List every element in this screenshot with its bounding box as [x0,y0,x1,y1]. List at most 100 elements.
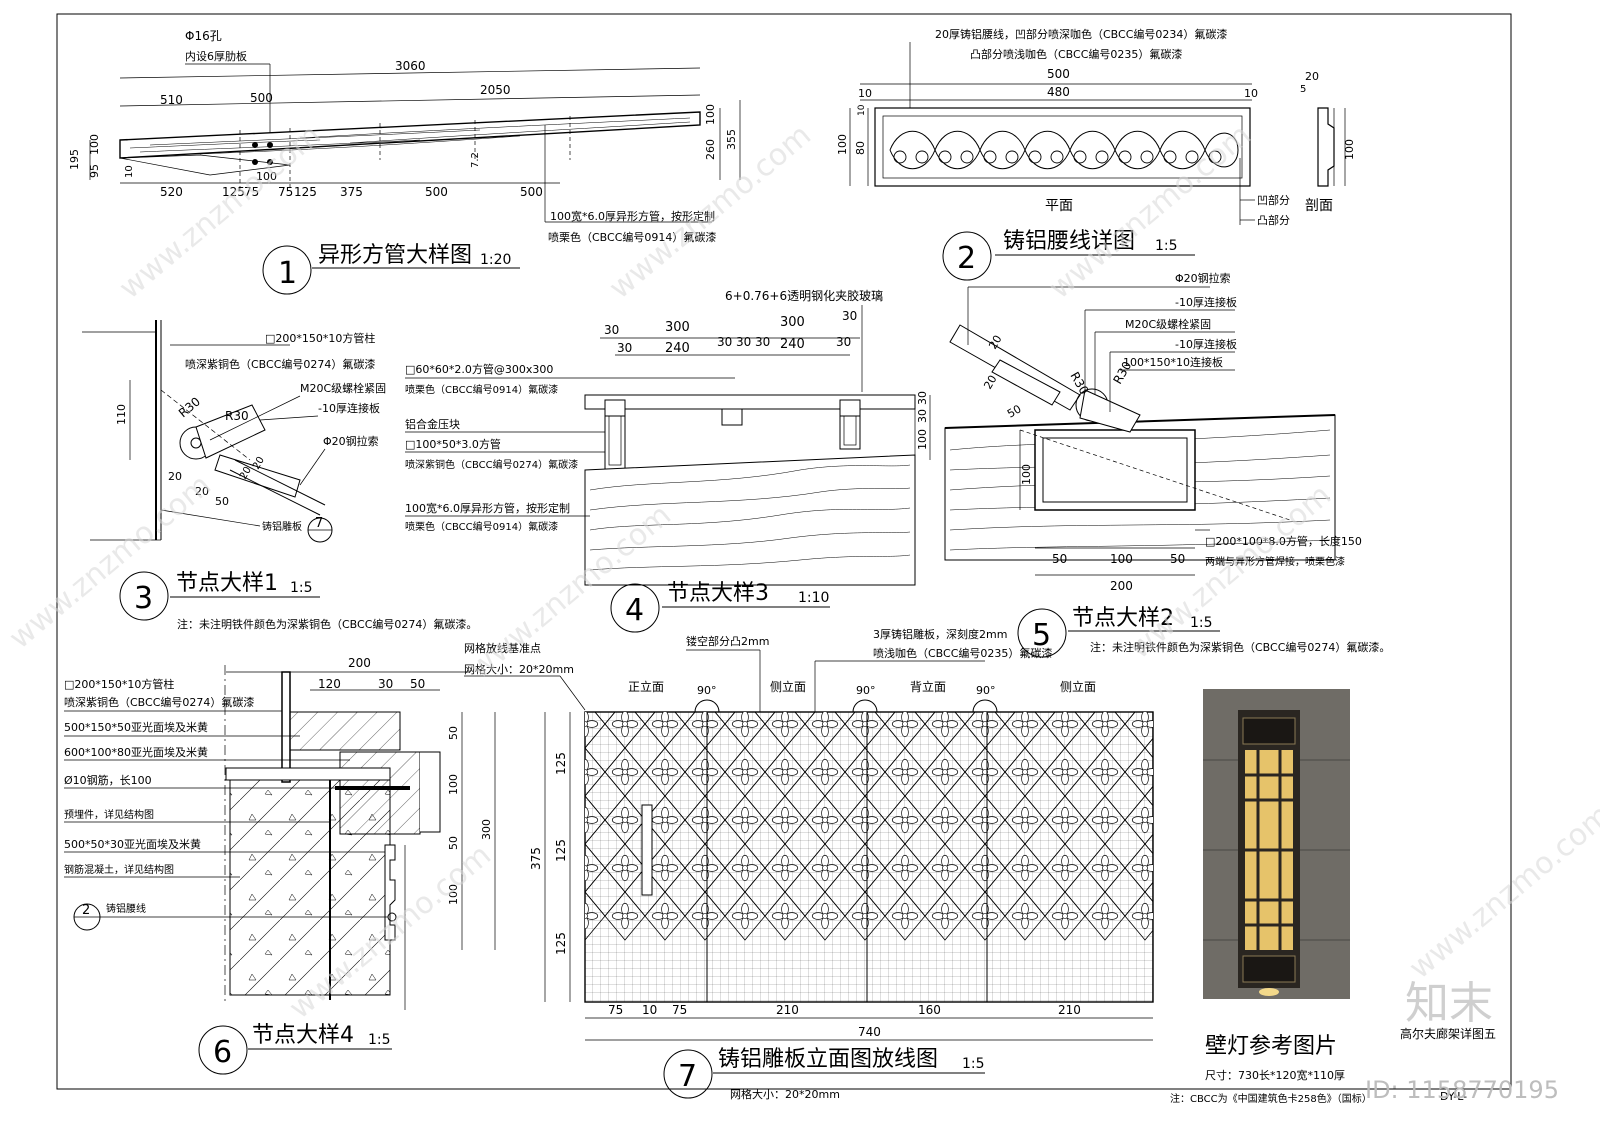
svg-text:预埋件，详见结构图: 预埋件，详见结构图 [64,808,154,821]
d2-dim-left-100: 100 [836,134,849,155]
lattice-diamond [924,891,966,941]
d3-dim-r30b: R30 [225,409,249,423]
svg-text:□200*150*10方管柱: □200*150*10方管柱 [265,331,375,345]
d3-dim-110: 110 [115,404,128,425]
d1-dim-inner100: 100 [256,170,277,183]
d4-dim-r30b: 30 [916,409,929,423]
d2-scroll-pattern [889,130,1239,170]
detail-3-node-1: 110 R30 R30 50 20 20 20 20 □200*150*10方管… [82,320,477,631]
d6-dim-r300: 300 [480,819,493,840]
svg-text:75: 75 [278,185,293,199]
d1-dim-100: 100 [88,134,101,155]
d1-dim-500: 500 [250,91,273,105]
d1-dim-7.2: 7.2 [470,152,481,168]
lattice-flower [1172,807,1198,833]
d2-title: 铸铝腰线详图 [1003,229,1135,254]
d5-dim-200: 200 [1110,579,1133,593]
lamp-cbcc-note: 注：CBCC为《中国建筑色卡258色》（国标） [1170,1092,1372,1105]
sheet-logo: 知末 [1405,978,1493,1029]
d1-dim-510: 510 [160,93,183,107]
d7-title: 铸铝雕板立面图放线图 [718,1047,938,1072]
detail-7-carved-panel-elevation: 网格放线基准点 网格大小：20*20mm 镂空部分凸2mm 3厚铸铝雕板，深刻度… [464,627,1205,1101]
d7-bottom-dims: 75 10 75 210 160 210 [608,1003,1081,1017]
detail-1-profile-tube: Φ16孔 内设6厚肋板 3060 510 500 2050 195 95 100… [68,29,741,295]
d2-dim-left-10: 10 [857,104,867,116]
svg-text:520: 520 [160,185,183,199]
d7-scale: 1:5 [962,1056,985,1072]
lattice-diamond [1165,892,1205,940]
d2-dim-500: 500 [1047,67,1070,81]
svg-text:240: 240 [665,341,690,356]
d5-dim-50b: 50 [1052,552,1067,566]
d6-dim-r50b: 50 [447,836,460,850]
lattice-diamond [585,795,606,845]
lattice-diamond [1124,891,1153,941]
d5-dim-20b: 20 [981,373,999,392]
svg-text:100*150*10连接板: 100*150*10连接板 [1123,355,1223,369]
d5-dim-50c: 50 [1170,552,1185,566]
svg-text:喷深紫铜色（CBCC编号0274）氟碳漆: 喷深紫铜色（CBCC编号0274）氟碳漆 [405,458,578,471]
d4-scale: 1:10 [798,590,829,606]
svg-text:240: 240 [780,337,805,352]
svg-text:30: 30 [736,335,751,349]
d4-num: 4 [625,593,644,628]
d5-dim-50a: 50 [1005,402,1024,420]
d5-tube-note-2: 两端与异形方管焊接，喷栗色漆 [1205,555,1345,568]
svg-text:□200*150*10方管柱: □200*150*10方管柱 [64,677,174,691]
svg-text:600*100*80亚光面埃及米黄: 600*100*80亚光面埃及米黄 [64,745,208,759]
lattice-diamond [1144,833,1153,855]
lattice-diamond [585,712,606,749]
d3-dim-20a: 20 [168,470,182,483]
lattice-flower [1172,759,1198,785]
d4-top-dims: 30 300 30 300 30 30 240 30 30 240 30 [604,309,857,356]
d6-dim-120: 120 [318,677,341,691]
d4-glass-label: 6+0.76+6透明钢化夹胶玻璃 [725,288,883,303]
d7-dim-740: 740 [858,1025,881,1039]
lamp-title: 壁灯参考图片 [1205,1034,1337,1059]
lattice-diamond [585,747,606,797]
svg-text:100宽*6.0厚异形方管，按形定制: 100宽*6.0厚异形方管，按形定制 [405,501,570,515]
svg-text:□60*60*2.0方管@300x300: □60*60*2.0方管@300x300 [405,362,553,376]
d1-bottom-dims: 520 125 75 75 125 375 500 500 [160,185,543,199]
detail-5-node-2: 20 20 R30 R30 50 100 50 100 50 200 Φ20钢拉… [944,271,1390,658]
svg-text:300: 300 [665,320,690,335]
lattice-diamond [1144,737,1153,759]
wall-lamp-reference: 壁灯参考图片 尺寸：730长*120宽*110厚 注：CBCC为《中国建筑色卡2… [1170,689,1372,1105]
d2-num: 2 [957,241,976,276]
d1-dim-r100: 100 [704,104,717,125]
lattice-diamond [585,795,586,797]
d3-scale: 1:5 [290,580,313,596]
d1-rib-label: 内设6厚肋板 [185,49,247,63]
d1-dim-95: 95 [88,164,101,178]
d7-face-front: 正立面 [628,679,664,694]
d3-title: 节点大样1 [176,571,278,596]
d7-face-back: 背立面 [910,679,946,694]
svg-text:-10厚连接板: -10厚连接板 [318,401,380,415]
d2-sec-dim-20: 20 [1305,70,1319,83]
svg-text:30: 30 [604,323,619,337]
d1-dim-r260: 260 [704,139,717,160]
svg-text:30: 30 [755,335,770,349]
d5-title: 节点大样2 [1072,606,1174,631]
d2-convex-label: 凸部分 [1257,213,1290,227]
svg-text:500*150*50亚光面埃及米黄: 500*150*50亚光面埃及米黄 [64,720,208,734]
lattice-diamond [1144,881,1153,903]
svg-text:75: 75 [244,185,259,199]
d7-face-side-b: 侧立面 [1060,679,1096,694]
d2-dim-10a: 10 [858,87,872,100]
detail-6-node-4: 200 120 30 50 50 100 50 100 300 □200*150… [64,656,496,1075]
d3-dim-r30a: R30 [176,394,203,420]
d6-dim-30: 30 [378,677,393,691]
svg-text:网格放线基准点: 网格放线基准点 [464,641,541,655]
svg-text:30: 30 [717,335,732,349]
svg-text:125: 125 [294,185,317,199]
d5-tube-note: □200*100*8.0方管，长度150 [1205,534,1362,548]
detail-2-cast-aluminum-trim: 20厚铸铝腰线，凹部分喷深咖色（CBCC编号0234）氟碳漆 凸部分喷浅咖色（C… [836,27,1356,281]
lattice-diamond [724,891,766,941]
d3-leader-labels: □200*150*10方管柱 喷深紫铜色（CBCC编号0274）氟碳漆 M20C… [160,331,386,533]
svg-text:210: 210 [1058,1003,1081,1017]
lattice-diamond [1044,891,1086,941]
d5-note: 注：未注明铁件颜色为深紫铜色（CBCC编号0274）氟碳漆。 [1090,640,1390,654]
d3-num: 3 [134,581,153,616]
svg-text:钢筋混凝土，详见结构图: 钢筋混凝土，详见结构图 [64,863,174,876]
